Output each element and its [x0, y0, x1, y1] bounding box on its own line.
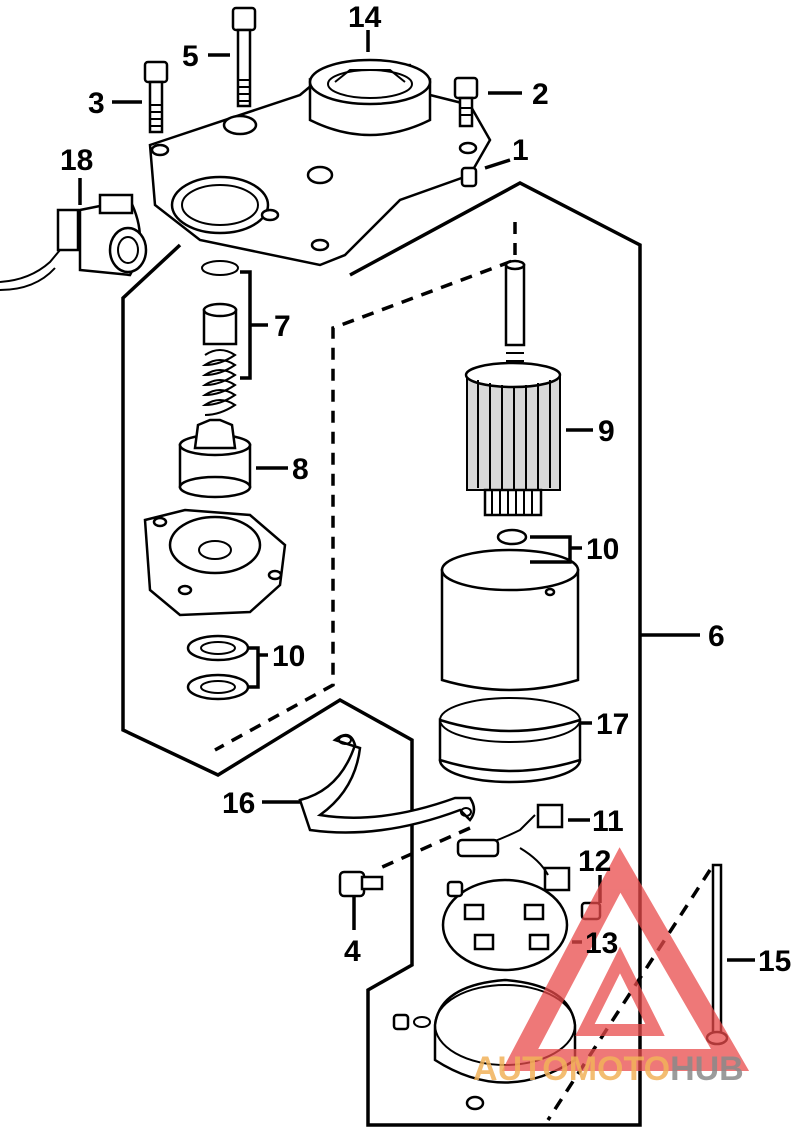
callout-11: 11 — [592, 805, 624, 838]
callout-6: 6 — [708, 620, 725, 653]
callout-8: 8 — [292, 453, 309, 486]
ring-band — [438, 697, 582, 784]
spring — [201, 349, 237, 416]
bolt-5 — [231, 6, 257, 108]
solenoid — [0, 193, 148, 291]
washers-left — [186, 634, 250, 701]
retaining-ring — [201, 260, 239, 276]
callout-18: 18 — [60, 144, 93, 177]
callout-17: 17 — [596, 708, 629, 741]
watermark-text-part2: HUB — [670, 1050, 744, 1088]
callout-5: 5 — [182, 40, 199, 73]
callout-10-left: 10 — [272, 640, 305, 673]
bolt-2 — [453, 76, 479, 128]
callout-7: 7 — [274, 310, 291, 343]
brush-assembly — [456, 803, 571, 892]
callout-16: 16 — [222, 787, 255, 820]
callout-1: 1 — [512, 134, 529, 167]
alignment-line-right — [546, 869, 712, 1121]
callout-labels: 14 5 3 2 1 18 7 8 9 10 6 10 17 16 11 12 … — [60, 1, 791, 978]
mounting-bracket — [148, 58, 492, 267]
callout-10-right: 10 — [586, 533, 619, 566]
field-frame — [440, 548, 580, 692]
callout-15: 14 — [348, 1, 382, 34]
drive-end-cap — [143, 508, 287, 617]
callout-9: 9 — [598, 415, 615, 448]
pin-1 — [460, 166, 478, 188]
bolt-3 — [143, 60, 169, 134]
watermark-logo — [501, 847, 750, 1071]
callout-4: 4 — [344, 935, 361, 968]
alignment-line-center — [379, 826, 471, 870]
armature — [464, 259, 562, 517]
callout-14: 15 — [758, 945, 791, 978]
watermark-text-part1: AUTOMOTO — [473, 1050, 670, 1088]
watermark-text: AUTOMOTOHUB — [473, 1050, 744, 1088]
brush-plate — [441, 878, 569, 972]
mounting-strap — [298, 733, 476, 834]
drive-pinion — [178, 418, 252, 499]
assembly-frame — [121, 181, 642, 1127]
callout-12: 12 — [578, 845, 611, 878]
callout-13: 13 — [585, 927, 618, 960]
callout-3: 3 — [88, 87, 105, 120]
callout-2: 2 — [532, 78, 549, 111]
leader-lines — [78, 30, 755, 962]
bolt-4 — [338, 870, 384, 898]
alignment-line-left — [214, 222, 517, 752]
collar — [202, 302, 238, 346]
